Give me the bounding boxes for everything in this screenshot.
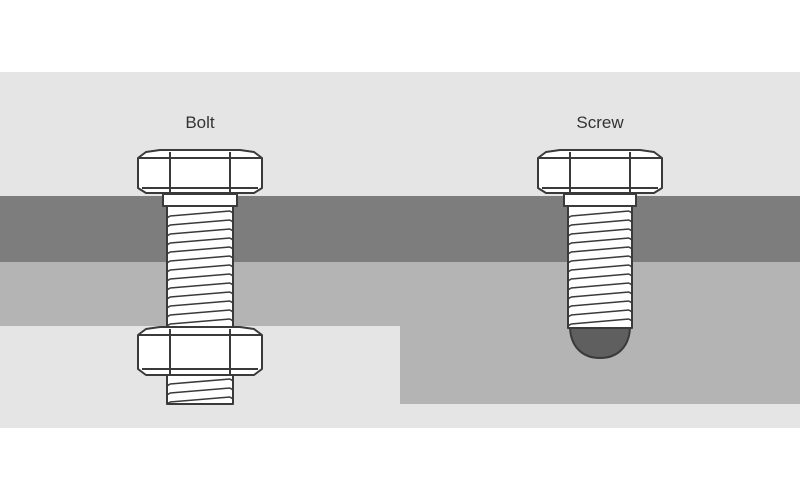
thread-edge (166, 318, 234, 327)
thread-line (169, 396, 231, 403)
thread-edge (166, 309, 234, 318)
thread-line (570, 255, 630, 262)
thread-line (169, 300, 231, 307)
bolt-exposed-threads (166, 378, 234, 405)
thread-edge (166, 246, 234, 255)
thread-edge (166, 210, 234, 219)
bolt-nut (137, 326, 263, 376)
thread-line (169, 246, 231, 253)
thread-edge (166, 300, 234, 309)
thread-line (169, 318, 231, 325)
bolt (137, 149, 263, 405)
thread-edge (567, 255, 633, 264)
thread-edge (567, 309, 633, 318)
thread-edge (567, 219, 633, 228)
thread-edge (166, 237, 234, 246)
thread-edge (567, 246, 633, 255)
thread-edge (166, 219, 234, 228)
thread-line (570, 273, 630, 280)
thread-edge (567, 318, 633, 327)
top-plate (0, 196, 800, 262)
middle-plate (0, 262, 800, 326)
thread-line (570, 264, 630, 271)
thread-line (570, 291, 630, 298)
screw-label: Screw (576, 113, 624, 132)
thread-edge (166, 291, 234, 300)
thread-edge (166, 255, 234, 264)
thread-line (169, 219, 231, 226)
thread-line (169, 264, 231, 271)
thread-line (169, 282, 231, 289)
bolt-washer (162, 193, 238, 207)
bolt-label: Bolt (185, 113, 215, 132)
thread-edge (567, 291, 633, 300)
thread-line (570, 219, 630, 226)
thread-edge (567, 237, 633, 246)
screw (537, 149, 663, 359)
screw-tip (569, 325, 631, 359)
thread-line (570, 282, 630, 289)
screw-head (537, 149, 663, 194)
thread-line (169, 378, 231, 385)
thread-edge (166, 378, 234, 387)
thread-edge (567, 264, 633, 273)
thread-line (570, 318, 630, 325)
thread-edge (567, 282, 633, 291)
thread-line (169, 291, 231, 298)
thread-line (169, 228, 231, 235)
thread-edge (567, 210, 633, 219)
thread-edge (567, 300, 633, 309)
thread-line (570, 237, 630, 244)
thread-line (570, 246, 630, 253)
thread-edge (166, 282, 234, 291)
screw-threads (567, 210, 633, 327)
thread-line (570, 300, 630, 307)
thread-line (570, 228, 630, 235)
thread-line (570, 210, 630, 217)
thread-edge (166, 396, 234, 405)
thread-line (570, 309, 630, 316)
thread-edge (166, 228, 234, 237)
thread-edge (166, 264, 234, 273)
screw-washer (563, 193, 637, 207)
thread-edge (166, 387, 234, 396)
thread-line (169, 237, 231, 244)
thread-edge (567, 273, 633, 282)
thread-line (169, 210, 231, 217)
bolt-head (137, 149, 263, 194)
thread-line (169, 273, 231, 280)
thread-line (169, 387, 231, 394)
thread-edge (166, 273, 234, 282)
bolt-threads (166, 210, 234, 327)
thread-edge (567, 228, 633, 237)
thread-line (169, 309, 231, 316)
thread-line (169, 255, 231, 262)
